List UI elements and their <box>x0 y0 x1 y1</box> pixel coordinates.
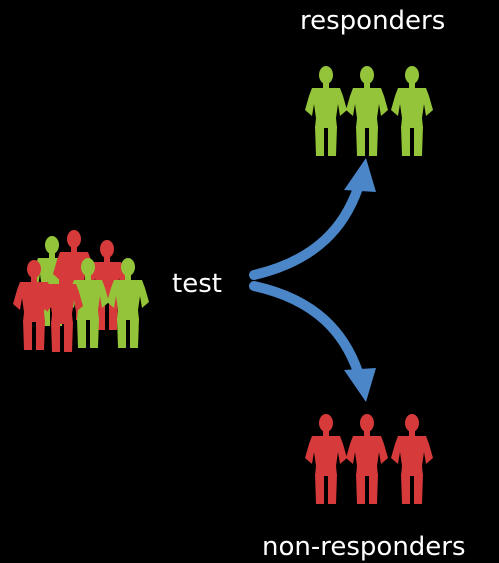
responders-group <box>305 66 433 156</box>
responders-label: responders <box>300 6 446 36</box>
mixed-crowd-group <box>13 230 149 352</box>
person-icon-non-responder <box>305 414 347 504</box>
test-label: test <box>172 269 222 299</box>
person-icon-non-responder <box>346 414 388 504</box>
arrow-down-to-non-responders <box>249 281 376 402</box>
person-icon-responder <box>391 66 433 156</box>
person-icon-responder <box>305 66 347 156</box>
non-responders-label: non-responders <box>262 532 466 562</box>
arrow-up-to-responders <box>249 158 376 280</box>
person-icon-responder <box>346 66 388 156</box>
non-responders-group <box>305 414 433 504</box>
person-icon-non-responder <box>391 414 433 504</box>
